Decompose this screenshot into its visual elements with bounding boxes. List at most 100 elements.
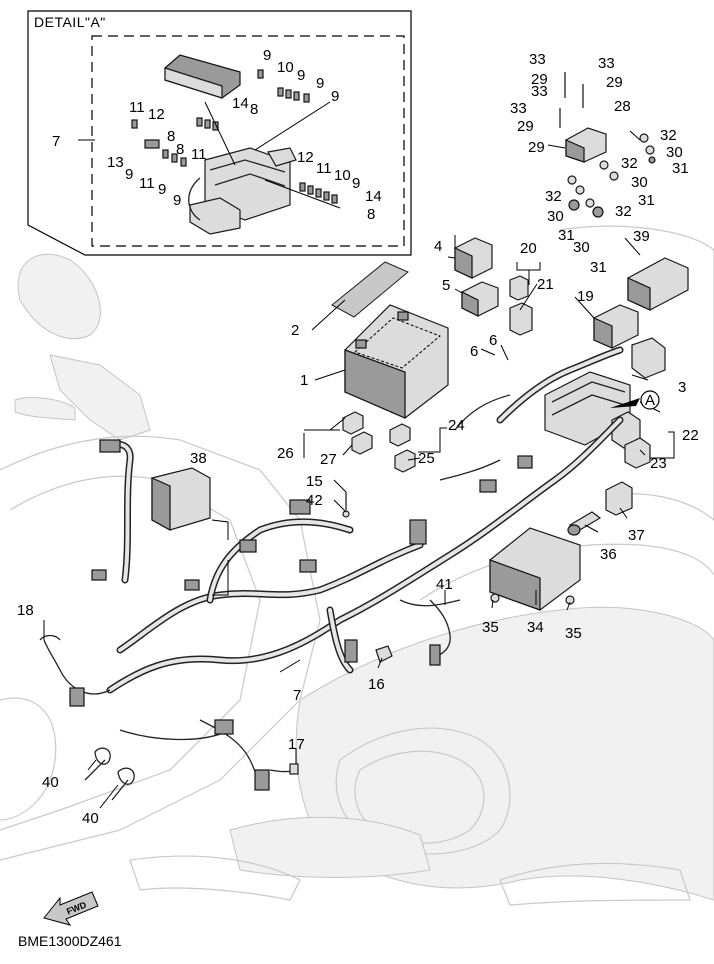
callout-9f: 9 (158, 181, 166, 198)
callout-33a: 33 (529, 51, 546, 68)
callout-6a: 6 (470, 343, 478, 360)
callout-27: 27 (320, 451, 337, 468)
main-relay-box-A (544, 371, 651, 469)
detail-a-title: DETAIL"A" (34, 14, 106, 30)
callout-9c: 9 (316, 75, 324, 92)
detail-leaders (78, 101, 341, 209)
callout-17: 17 (288, 736, 305, 753)
callout-31d: 31 (590, 259, 607, 276)
callout-9e: 9 (125, 166, 133, 183)
callout-32a: 32 (660, 127, 677, 144)
callout-2: 2 (291, 322, 299, 339)
callout-9d: 9 (331, 88, 339, 105)
callout-1: 1 (300, 372, 308, 389)
callout-4: 4 (434, 238, 442, 255)
callout-20: 20 (520, 240, 537, 257)
connector-3 (631, 337, 666, 379)
motorcycle-frame-ghost (0, 225, 714, 906)
callout-9a: 9 (263, 47, 271, 64)
callout-8a: 8 (250, 101, 258, 118)
main-callouts: 2 1 4 5 6 6 20 21 19 39 3 22 23 24 25 26… (17, 51, 699, 827)
callout-35b: 35 (565, 625, 582, 642)
callout-13: 13 (107, 154, 124, 171)
callout-11a: 11 (129, 99, 145, 116)
callout-11c: 11 (139, 175, 155, 192)
callout-12a: 12 (148, 106, 165, 123)
callout-30d: 30 (573, 239, 590, 256)
callout-9b: 9 (297, 67, 305, 84)
callout-16: 16 (368, 676, 385, 693)
callout-29a: 29 (531, 71, 548, 88)
connectors-24-27 (342, 411, 416, 473)
ecu-34 (489, 527, 581, 611)
callout-37: 37 (628, 527, 645, 544)
figure-code: BME1300DZ461 (18, 933, 122, 949)
callout-24: 24 (448, 417, 465, 434)
detail-a-marker: A (610, 390, 660, 410)
callout-10b: 10 (334, 167, 351, 184)
callout-33c: 33 (531, 83, 548, 100)
detail-relay-block (188, 147, 297, 235)
callout-36: 36 (600, 546, 617, 563)
callout-34: 34 (527, 619, 544, 636)
callout-7a: 7 (52, 133, 60, 150)
callout-8b: 8 (167, 128, 175, 145)
callout-11d: 11 (316, 160, 332, 177)
relay-4 (454, 237, 493, 279)
callout-40b: 40 (82, 810, 99, 827)
clamp-40 (84, 747, 135, 801)
relay-19 (593, 304, 639, 349)
callout-31c: 31 (558, 227, 575, 244)
sensor-18 (39, 634, 61, 641)
bolt-15-42 (342, 492, 350, 518)
callout-41: 41 (436, 576, 453, 593)
callout-25: 25 (418, 450, 435, 467)
callout-23: 23 (650, 455, 667, 472)
callout-A: A (645, 392, 655, 409)
callout-5: 5 (442, 277, 450, 294)
callout-42: 42 (306, 492, 323, 509)
battery-cover-sheet (331, 261, 409, 318)
detail-fuses (131, 69, 338, 204)
callout-40a: 40 (42, 774, 59, 791)
relay-37 (605, 481, 633, 516)
callout-9h: 9 (352, 175, 360, 192)
callout-9g: 9 (173, 192, 181, 209)
callout-32c: 32 (545, 188, 562, 205)
control-unit-38 (151, 467, 211, 532)
forward-direction-arrow: FWD (43, 891, 99, 926)
battery (344, 304, 449, 419)
callout-29d: 29 (528, 139, 545, 156)
callout-30b: 30 (631, 174, 648, 191)
callout-32d: 32 (615, 203, 632, 220)
callout-22: 22 (682, 427, 699, 444)
bracket-16 (375, 645, 393, 663)
fuse-box-28 (565, 127, 607, 163)
callout-10a: 10 (277, 59, 294, 76)
bolts-washers (559, 72, 656, 218)
callout-28: 28 (614, 98, 631, 115)
control-unit-39 (627, 257, 689, 311)
callout-12b: 12 (297, 149, 314, 166)
sensor-36 (567, 511, 602, 536)
callout-39: 39 (633, 228, 650, 245)
callout-33d: 33 (510, 100, 527, 117)
callout-30a: 30 (666, 144, 683, 161)
callout-11b: 11 (191, 146, 207, 163)
callout-38: 38 (190, 450, 207, 467)
callout-8d: 8 (367, 206, 375, 223)
callout-32b: 32 (621, 155, 638, 172)
callout-31b: 31 (638, 192, 655, 209)
callout-14a: 14 (232, 95, 249, 112)
main-wire-harness (43, 346, 624, 791)
callout-21: 21 (537, 276, 554, 293)
sensor-17 (269, 763, 299, 775)
callout-3: 3 (678, 379, 686, 396)
callout-6b: 6 (489, 332, 497, 349)
callout-33b: 33 (598, 55, 615, 72)
callout-31a: 31 (672, 160, 689, 177)
callout-7b: 7 (293, 687, 301, 704)
callout-14b: 14 (365, 188, 382, 205)
callout-29b: 29 (606, 74, 623, 91)
callout-8c: 8 (176, 141, 184, 158)
